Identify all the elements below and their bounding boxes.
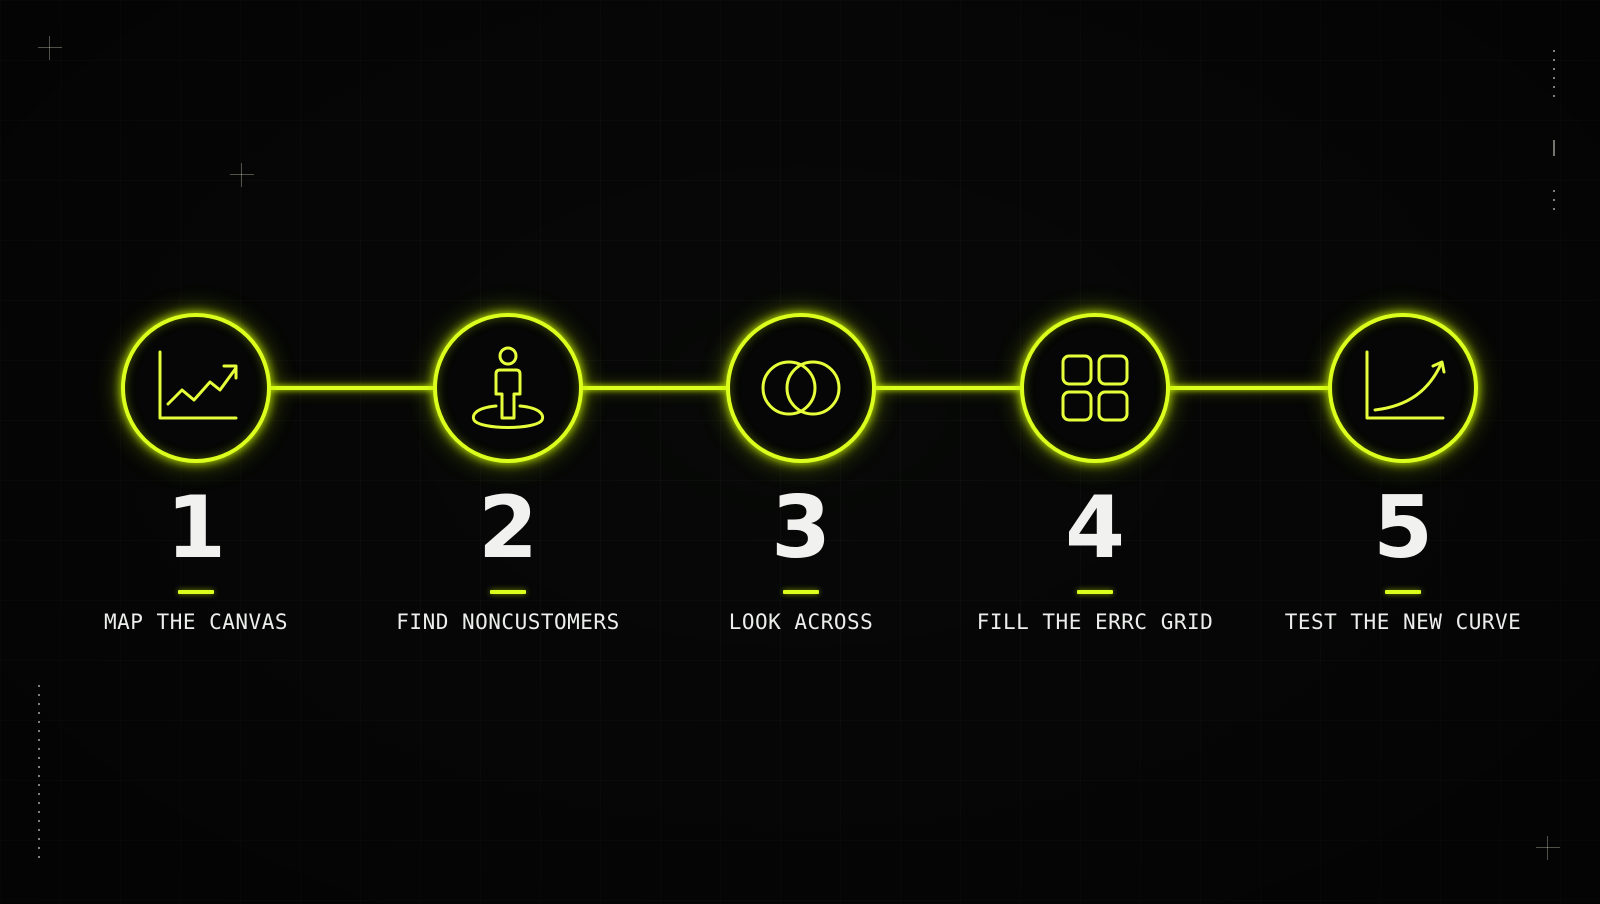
step-5-label: TEST THE NEW CURVE — [1284, 610, 1522, 634]
plus-mark — [230, 163, 254, 187]
step-4-underline — [1077, 590, 1113, 594]
step-2-number: 2 — [478, 478, 538, 578]
corner-plus-mark — [1536, 836, 1570, 870]
tick-decoration — [1553, 140, 1555, 156]
corner-plus-mark — [38, 36, 62, 60]
step-2-underline — [490, 590, 526, 594]
growth-curve-icon — [1365, 350, 1446, 420]
step-3-number: 3 — [771, 478, 831, 578]
step-3-ring — [726, 313, 876, 463]
step-2-ring — [433, 313, 583, 463]
connector-line — [873, 386, 1022, 390]
step-1-underline — [178, 590, 214, 594]
line-chart-icon — [158, 350, 238, 420]
overlapping-circles-icon — [761, 360, 841, 416]
step-3-label: LOOK ACROSS — [728, 610, 874, 634]
connector-line — [1167, 386, 1331, 390]
dotted-line-decoration — [38, 685, 40, 865]
step-1-number: 1 — [166, 478, 226, 578]
connector-line — [580, 386, 729, 390]
step-4-number: 4 — [1065, 478, 1125, 578]
step-2-label: FIND NONCUSTOMERS — [396, 610, 620, 634]
four-squares-grid-icon — [1061, 354, 1129, 422]
step-4-label: FILL THE ERRC GRID — [976, 610, 1214, 634]
step-3-underline — [783, 590, 819, 594]
step-1-ring — [121, 313, 271, 463]
step-5-number: 5 — [1373, 478, 1433, 578]
dotted-line-decoration — [1553, 190, 1555, 214]
dotted-line-decoration — [1553, 50, 1555, 100]
person-on-target-icon — [471, 346, 545, 429]
step-1-label: MAP THE CANVAS — [103, 610, 288, 634]
connector-line — [268, 386, 435, 390]
step-4-ring — [1020, 313, 1170, 463]
step-5-ring — [1328, 313, 1478, 463]
step-5-underline — [1385, 590, 1421, 594]
